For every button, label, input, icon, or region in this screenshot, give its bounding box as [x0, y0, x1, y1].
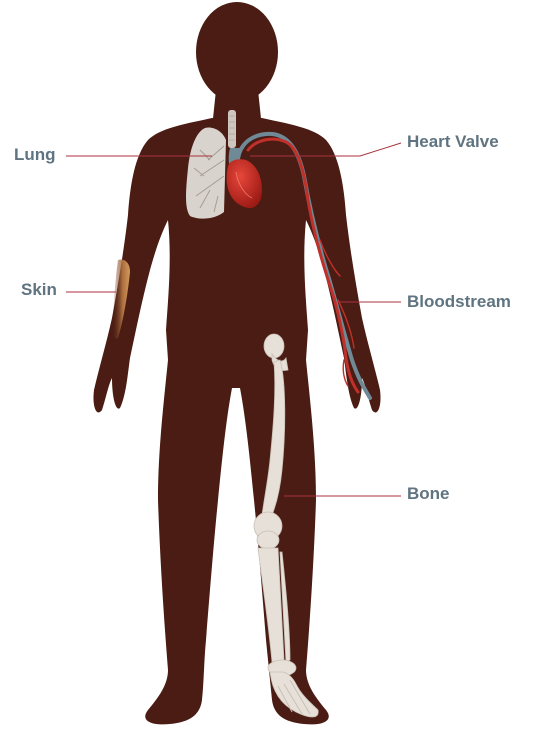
- callout-label-bone: Bone: [407, 484, 450, 504]
- callout-label-heart-valve: Heart Valve: [407, 132, 499, 152]
- torso-shape: [93, 118, 380, 724]
- body-silhouette: [93, 2, 380, 724]
- head-shape: [196, 2, 278, 102]
- callout-label-skin: Skin: [21, 280, 57, 300]
- callout-label-bloodstream: Bloodstream: [407, 292, 511, 312]
- callout-label-lung: Lung: [14, 145, 56, 165]
